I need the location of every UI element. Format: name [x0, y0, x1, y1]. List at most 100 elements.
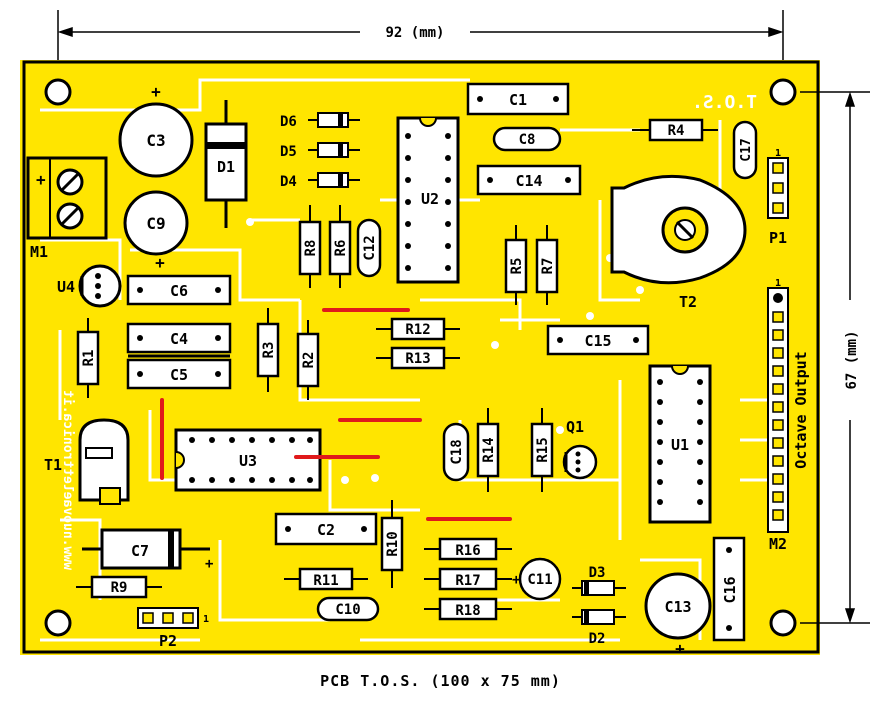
svg-text:+: +	[36, 170, 46, 189]
resistor-r18	[424, 597, 512, 621]
label-c7: C7	[131, 542, 149, 560]
label-d1: D1	[217, 158, 235, 176]
diode-d4	[308, 172, 360, 188]
ic-u2	[396, 116, 460, 284]
label-r10: R10	[385, 531, 401, 556]
label-c12: C12	[362, 235, 378, 260]
side-website-text: www.nuovaelettronica.it	[60, 390, 75, 570]
resistor-r9	[76, 575, 162, 599]
diode-d1	[204, 100, 248, 228]
transistor-q1	[562, 444, 598, 480]
label-t1: T1	[44, 456, 62, 474]
pin-one-p2: 1	[203, 614, 209, 625]
label-c5: C5	[170, 366, 188, 384]
svg-text:+: +	[155, 253, 165, 272]
capacitor-c13: +	[644, 572, 712, 658]
board-mark: T.O.S.	[692, 92, 757, 113]
capacitor-c9: +	[123, 190, 189, 272]
label-r14: R14	[481, 437, 497, 462]
ic-u1	[648, 364, 712, 524]
label-c16: C16	[721, 576, 739, 603]
resistor-r17	[424, 567, 512, 591]
capacitor-c3: +	[118, 82, 194, 178]
resistor-r11	[284, 567, 368, 591]
svg-text:+: +	[512, 572, 520, 588]
capacitor-c7: +	[82, 528, 213, 572]
label-m1: M1	[30, 243, 48, 261]
resistor-r16	[424, 537, 512, 561]
svg-text:+: +	[205, 556, 213, 572]
width-label: 92 (mm)	[385, 25, 444, 41]
ic-u3	[174, 428, 322, 492]
capacitor-c8	[492, 126, 562, 152]
label-r16: R16	[455, 543, 480, 559]
connector-m2	[767, 287, 789, 533]
capacitor-c15	[546, 324, 650, 356]
label-c8: C8	[519, 132, 536, 148]
label-d4: D4	[280, 174, 297, 190]
diode-d3	[572, 580, 626, 596]
label-d3: D3	[589, 565, 606, 581]
label-u3: U3	[239, 452, 257, 470]
label-r7: R7	[540, 258, 556, 275]
label-c15: C15	[584, 332, 611, 350]
capacitor-c10	[316, 596, 380, 622]
resistor-r5	[504, 225, 528, 305]
height-label: 67 (mm)	[844, 330, 860, 389]
resistor-r13	[376, 346, 460, 370]
label-c10: C10	[335, 602, 360, 618]
label-u4: U4	[57, 278, 75, 296]
label-r6: R6	[333, 240, 349, 257]
resistor-r3	[256, 308, 280, 392]
label-m2: M2	[769, 535, 787, 553]
resistor-r4	[632, 118, 718, 142]
label-d2: D2	[589, 631, 606, 647]
label-c13: C13	[664, 598, 691, 616]
label-r17: R17	[455, 573, 480, 589]
diode-d5	[308, 142, 360, 158]
label-t2: T2	[679, 293, 697, 311]
capacitor-c17	[732, 120, 758, 180]
label-r13: R13	[405, 351, 430, 367]
label-c18: C18	[449, 439, 465, 464]
capacitor-c11: +	[512, 557, 562, 601]
height-dimension	[800, 91, 870, 624]
label-r5: R5	[509, 258, 525, 275]
label-r4: R4	[668, 123, 685, 139]
label-c9: C9	[146, 214, 165, 233]
pcb-outline	[22, 60, 820, 654]
capacitor-c5	[126, 358, 232, 390]
capacitor-c6	[126, 274, 232, 306]
resistor-r7	[535, 225, 559, 305]
label-c2: C2	[317, 521, 335, 539]
label-c3: C3	[146, 131, 165, 150]
resistor-r2	[296, 320, 320, 400]
capacitor-c18	[442, 422, 470, 482]
label-r12: R12	[405, 322, 430, 338]
regulator-u4	[78, 264, 122, 308]
resistor-r8	[298, 205, 322, 288]
capacitor-c12	[356, 218, 382, 278]
diode-d2	[572, 609, 626, 625]
capacitor-c16	[712, 536, 746, 642]
label-r11: R11	[313, 573, 338, 589]
label-p2: P2	[159, 632, 177, 650]
label-r1: R1	[81, 350, 97, 367]
label-c11: C11	[527, 572, 552, 588]
svg-text:+: +	[675, 639, 685, 658]
pin-one-m2: 1	[775, 278, 781, 289]
resistor-r12	[376, 317, 460, 341]
capacitor-c1	[466, 82, 570, 116]
resistor-r6	[328, 205, 352, 288]
transistor-t1	[78, 418, 130, 505]
capacitor-c4	[126, 322, 232, 354]
resistor-r10	[380, 500, 404, 588]
label-p1: P1	[769, 229, 787, 247]
label-u1: U1	[671, 436, 689, 454]
isolation-tracks	[40, 78, 780, 642]
trimmer-t2	[610, 174, 747, 285]
wire-jumpers	[160, 308, 512, 521]
label-r3: R3	[261, 342, 277, 359]
label-r9: R9	[111, 580, 128, 596]
